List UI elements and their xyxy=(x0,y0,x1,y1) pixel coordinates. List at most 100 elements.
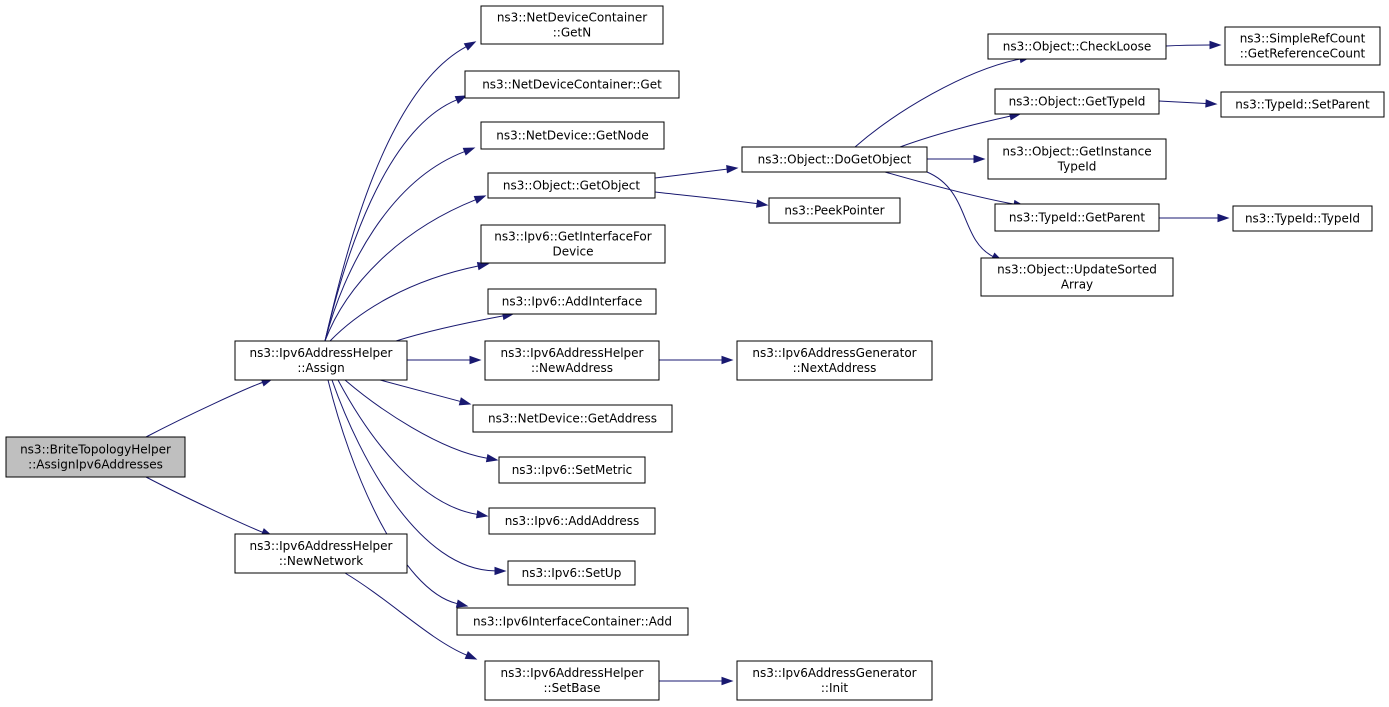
node-n11[interactable]: ns3::Ipv6::SetMetric xyxy=(498,456,646,484)
edge-line xyxy=(854,58,1021,148)
edge-n16-n22 xyxy=(927,154,986,164)
node-box xyxy=(480,224,666,264)
edge-layer xyxy=(145,40,1230,686)
edge-line xyxy=(324,199,476,342)
edge-line xyxy=(145,476,263,533)
edge-arrowhead-icon xyxy=(721,355,734,365)
edge-line xyxy=(395,315,504,342)
node-label: ns3::Ipv6::SetUp xyxy=(522,566,622,580)
node-n10[interactable]: ns3::NetDevice::GetAddress xyxy=(472,404,673,433)
node-label: ns3::Ipv6AddressHelper xyxy=(250,539,393,553)
node-n15[interactable]: ns3::Ipv6AddressHelper::SetBase xyxy=(484,660,660,701)
edge-n6-n17 xyxy=(654,191,769,208)
node-n5[interactable]: ns3::NetDevice::GetNode xyxy=(480,121,665,150)
node-box xyxy=(484,340,660,381)
edge-n1-n12 xyxy=(337,379,489,519)
node-n27[interactable]: ns3::TypeId::TypeId xyxy=(1232,205,1373,232)
node-n26[interactable]: ns3::TypeId::SetParent xyxy=(1220,91,1385,118)
edge-n1-n6 xyxy=(324,195,487,342)
node-label: ns3::TypeId::GetParent xyxy=(1009,211,1145,225)
edge-arrowhead-icon xyxy=(1217,213,1230,223)
node-n21[interactable]: ns3::Object::GetTypeId xyxy=(994,88,1160,115)
edge-line xyxy=(327,379,458,605)
node-label: ns3::Ipv6::GetInterfaceFor xyxy=(494,230,651,244)
edge-line xyxy=(379,379,461,402)
node-label: ::NewNetwork xyxy=(279,554,363,568)
node-n13[interactable]: ns3::Ipv6::SetUp xyxy=(507,560,636,586)
node-box xyxy=(741,146,928,173)
edge-line xyxy=(344,379,488,459)
node-label: ns3::Ipv6AddressGenerator xyxy=(752,346,916,360)
edge-line xyxy=(324,151,465,342)
node-n12[interactable]: ns3::Ipv6::AddAddress xyxy=(488,507,656,535)
node-box xyxy=(987,138,1167,180)
edge-line xyxy=(337,379,478,515)
edge-line xyxy=(899,115,1011,148)
edge-line xyxy=(324,46,467,342)
node-label: Device xyxy=(552,245,593,259)
edge-n23-n27 xyxy=(1159,213,1230,223)
edge-n1-n7 xyxy=(329,262,490,342)
edge-arrowhead-icon xyxy=(469,355,482,365)
edge-n2-n15 xyxy=(344,572,478,660)
node-box xyxy=(994,88,1160,115)
edge-n1-n13 xyxy=(331,379,507,576)
edge-n1-n9 xyxy=(407,355,482,365)
edge-arrowhead-icon xyxy=(462,147,476,156)
edge-n9-n18 xyxy=(659,355,734,365)
node-label: ::NextAddress xyxy=(793,361,877,375)
node-n17[interactable]: ns3::PeekPointer xyxy=(768,197,901,224)
node-box xyxy=(5,436,186,478)
node-n16[interactable]: ns3::Object::DoGetObject xyxy=(741,146,928,173)
node-label: ns3::Ipv6::AddAddress xyxy=(505,514,640,528)
edge-arrowhead-icon xyxy=(458,397,472,406)
node-label: ns3::Object::GetInstance xyxy=(1002,145,1151,159)
node-box xyxy=(484,660,660,701)
node-n14[interactable]: ns3::Ipv6InterfaceContainer::Add xyxy=(456,607,689,636)
node-label: ns3::Ipv6::AddInterface xyxy=(502,295,643,309)
node-label: ::NewAddress xyxy=(531,361,613,375)
node-box xyxy=(487,172,656,199)
node-n23[interactable]: ns3::TypeId::GetParent xyxy=(994,203,1160,232)
edge-arrowhead-icon xyxy=(726,164,739,174)
node-n1[interactable]: ns3::Ipv6AddressHelper::Assign xyxy=(234,340,408,381)
node-label: ns3::Ipv6AddressGenerator xyxy=(752,666,916,680)
node-n18[interactable]: ns3::Ipv6AddressGenerator::NextAddress xyxy=(736,340,933,381)
edge-arrowhead-icon xyxy=(1205,99,1218,108)
edge-arrowhead-icon xyxy=(973,154,986,164)
node-label: ns3::Object::GetObject xyxy=(503,179,641,193)
edge-arrowhead-icon xyxy=(756,199,769,208)
node-label: Array xyxy=(1061,278,1093,292)
node-n2[interactable]: ns3::Ipv6AddressHelper::NewNetwork xyxy=(234,533,408,574)
edge-line xyxy=(654,191,758,205)
node-n9[interactable]: ns3::Ipv6AddressHelper::NewAddress xyxy=(484,340,660,381)
node-box xyxy=(234,533,408,574)
node-label: ::Assign xyxy=(297,361,344,375)
node-n3[interactable]: ns3::NetDeviceContainer::GetN xyxy=(480,5,664,45)
node-layer: ns3::BriteTopologyHelper::AssignIpv6Addr… xyxy=(5,5,1385,701)
node-label: ::GetReferenceCount xyxy=(1240,47,1366,61)
node-label: ns3::NetDevice::GetNode xyxy=(496,129,648,143)
node-label: ns3::Object::DoGetObject xyxy=(758,153,912,167)
edge-line xyxy=(654,168,728,179)
node-label: ns3::Object::UpdateSorted xyxy=(997,263,1157,277)
node-label: ns3::Ipv6AddressHelper xyxy=(250,346,393,360)
node-box xyxy=(768,197,901,224)
node-n6[interactable]: ns3::Object::GetObject xyxy=(487,172,656,199)
edge-n16-n24 xyxy=(926,171,1004,262)
node-n19[interactable]: ns3::Ipv6AddressGenerator::Init xyxy=(736,660,933,701)
node-box xyxy=(487,288,657,315)
node-n25[interactable]: ns3::SimpleRefCount::GetReferenceCount xyxy=(1224,26,1381,66)
node-box xyxy=(498,456,646,484)
node-label: ns3::NetDeviceContainer::Get xyxy=(482,78,662,92)
node-n0: ns3::BriteTopologyHelper::AssignIpv6Addr… xyxy=(5,436,186,478)
node-n4[interactable]: ns3::NetDeviceContainer::Get xyxy=(464,70,680,99)
node-box xyxy=(1232,205,1373,232)
edge-n21-n26 xyxy=(1158,99,1218,108)
edge-arrowhead-icon xyxy=(485,454,499,463)
node-n20[interactable]: ns3::Object::CheckLoose xyxy=(987,33,1167,60)
node-n8[interactable]: ns3::Ipv6::AddInterface xyxy=(487,288,657,315)
